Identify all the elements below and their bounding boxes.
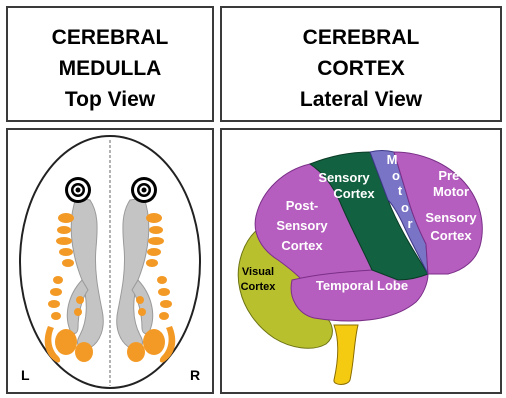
right-label: R: [190, 367, 200, 383]
medulla-title: CEREBRAL MEDULLA Top View: [8, 8, 212, 120]
motor-label-letter-3: t: [398, 183, 403, 198]
medulla-title-line-1: CEREBRAL: [8, 27, 212, 48]
premotor-label-line-3: Sensory: [425, 210, 477, 225]
premotor-label-line-4: Cortex: [430, 228, 472, 243]
medulla-title-line-3: Top View: [8, 89, 212, 110]
cortex-title: CEREBRAL CORTEX Lateral View: [222, 8, 500, 120]
post-sensory-label-line-1: Post-: [286, 198, 319, 213]
medulla-diagram-panel: L R: [6, 128, 214, 394]
visual-label-line-2: Cortex: [241, 281, 277, 293]
post-sensory-label-line-2: Sensory: [276, 218, 328, 233]
temporal-lobe-label: Temporal Lobe: [316, 278, 408, 293]
brainstem: [334, 325, 358, 385]
target-ring-icon-left: [65, 177, 91, 203]
cortex-title-line-3: Lateral View: [222, 89, 500, 110]
visual-label-line-1: Visual: [242, 266, 274, 278]
cortex-title-panel: CEREBRAL CORTEX Lateral View: [220, 6, 502, 122]
motor-label-letter-4: o: [401, 200, 409, 215]
cortex-diagram: Sensory Cortex M o t o r Pre- Motor Sens…: [222, 130, 500, 392]
sensory-label-line-1: Sensory: [318, 170, 370, 185]
target-ring-icon-right: [131, 177, 157, 203]
cortex-diagram-panel: Sensory Cortex M o t o r Pre- Motor Sens…: [220, 128, 502, 394]
motor-label-letter-2: o: [392, 168, 400, 183]
premotor-label-line-1: Pre-: [438, 168, 463, 183]
motor-label-letter-1: M: [387, 152, 398, 167]
post-sensory-label-line-3: Cortex: [281, 238, 323, 253]
cortex-title-line-1: CEREBRAL: [222, 27, 500, 48]
motor-label-letter-5: r: [407, 216, 412, 231]
left-label: L: [21, 367, 30, 383]
medulla-diagram: L R: [8, 130, 212, 392]
premotor-label-line-2: Motor: [433, 184, 469, 199]
sensory-label-line-2: Cortex: [333, 186, 375, 201]
medulla-title-line-2: MEDULLA: [8, 58, 212, 79]
cortex-title-line-2: CORTEX: [222, 58, 500, 79]
medulla-title-panel: CEREBRAL MEDULLA Top View: [6, 6, 214, 122]
